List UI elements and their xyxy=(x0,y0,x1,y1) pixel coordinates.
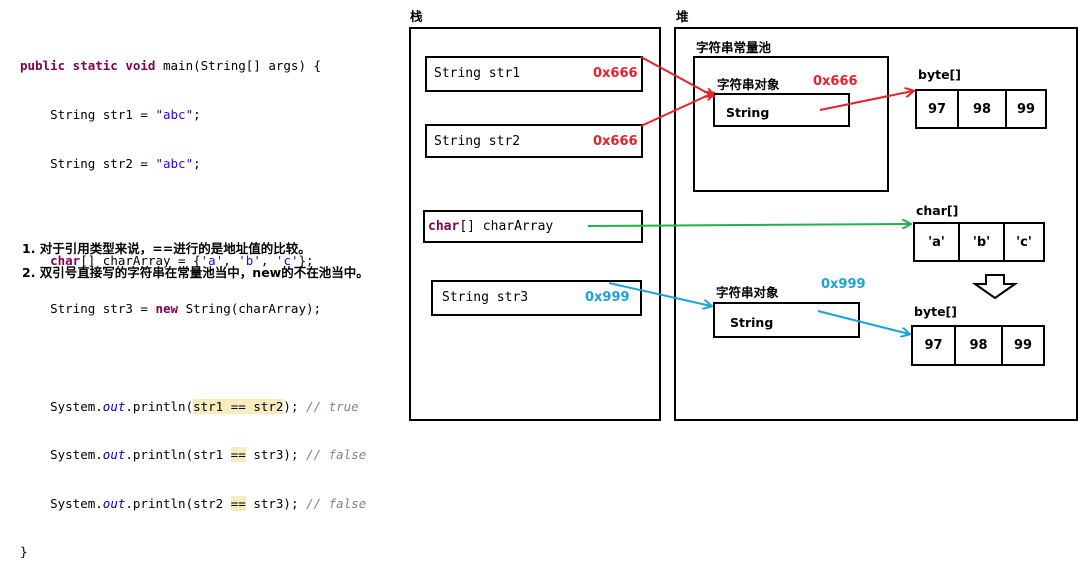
code-text: String str2 = xyxy=(20,155,156,171)
code-text: main(String[] args) { xyxy=(155,58,322,74)
stack-var-str2 xyxy=(425,124,643,158)
down-arrow-icon xyxy=(971,274,1019,300)
heap-title: 堆 xyxy=(676,9,689,24)
byte-array-2-cell: 99 xyxy=(1013,338,1033,353)
code-highlight: str1 == str2 xyxy=(193,398,284,414)
byte-array-1-label: byte[] xyxy=(918,67,961,82)
note-1: 1. 对于引用类型来说，==进行的是地址值的比较。 xyxy=(22,241,311,256)
char-array-cell: 'b' xyxy=(960,224,1005,260)
arrow-str1-to-pool-object xyxy=(640,56,713,96)
chararray-keyword: char xyxy=(428,219,460,234)
stack-title: 栈 xyxy=(410,9,423,24)
pool-object-label: 字符串对象 xyxy=(717,77,780,92)
code-static-field: out xyxy=(102,495,126,511)
char-array-cell: 'c' xyxy=(1016,234,1032,250)
byte-array-1: 97 98 99 xyxy=(915,89,1047,129)
byte-array-2-cell: 97 xyxy=(913,327,956,364)
code-text: ; xyxy=(193,107,201,122)
heap-region xyxy=(674,27,1078,421)
code-string: "abc" xyxy=(155,155,194,171)
code-string: 'c' xyxy=(275,252,299,268)
code-text: String str1 = xyxy=(20,107,156,122)
code-text: , xyxy=(260,252,276,268)
arrow-str2-to-pool-object xyxy=(640,93,713,127)
code-string: "abc" xyxy=(155,107,194,122)
byte-array-2: 97 98 99 xyxy=(911,325,1045,366)
str2-label: String str2 xyxy=(434,134,521,149)
code-string: 'b' xyxy=(238,252,261,268)
code-keyword: public static void xyxy=(20,58,156,74)
code-text: , xyxy=(223,252,239,268)
code-text: String(charArray); xyxy=(178,301,322,317)
code-keyword: char xyxy=(20,252,81,268)
byte-array-1-cell: 99 xyxy=(1016,101,1036,117)
str1-label: String str1 xyxy=(434,66,521,81)
code-text: String str3 = xyxy=(20,301,156,317)
arrow-str3-to-string-object xyxy=(608,282,711,306)
code-comment: // true xyxy=(306,398,359,414)
stack-var-str1 xyxy=(425,56,643,92)
byte-array-1-cell: 97 xyxy=(917,91,959,127)
stack-var-str3 xyxy=(431,280,642,316)
chararray-name: [] charArray xyxy=(459,219,554,234)
code-text: System. xyxy=(20,495,103,511)
arrow-string-object-to-byte-array xyxy=(817,310,909,334)
code-static-field: out xyxy=(102,398,126,414)
code-text: [] charArray = { xyxy=(80,252,201,268)
string-object-label: 字符串对象 xyxy=(716,285,779,300)
code-text: ; xyxy=(193,155,201,171)
byte-array-2-label: byte[] xyxy=(914,304,957,319)
char-array-cell: 'a' xyxy=(915,224,960,260)
chararray-label: char[] charArray xyxy=(428,219,553,234)
code-text: System. xyxy=(20,398,103,414)
string-object xyxy=(713,302,860,338)
arrow-pool-object-to-byte-array xyxy=(819,91,913,111)
pool-object xyxy=(713,93,850,127)
code-keyword: new xyxy=(155,301,179,317)
code-string: 'a' xyxy=(200,252,224,268)
code-highlight: == xyxy=(230,495,246,511)
pool-object-inner: String xyxy=(726,105,770,120)
code-text: .println( xyxy=(125,398,194,414)
code-text: }; xyxy=(298,252,314,268)
arrows-layer xyxy=(587,56,1019,458)
arrow-chararray-to-char-array xyxy=(587,224,910,226)
code-text: str3); xyxy=(245,495,307,511)
byte-array-1-cell: 98 xyxy=(959,91,1007,127)
str3-address: 0x999 xyxy=(585,290,630,305)
stack-region xyxy=(409,27,661,421)
string-object-inner: String xyxy=(730,315,774,330)
code-text: .println(str2 xyxy=(125,495,231,511)
str2-address: 0x666 xyxy=(593,134,638,149)
string-pool-title: 字符串常量池 xyxy=(696,40,772,55)
str3-label: String str3 xyxy=(442,290,529,305)
code-text: ); xyxy=(283,398,306,414)
str1-address: 0x666 xyxy=(593,66,638,81)
code-comment: // false xyxy=(306,495,367,511)
string-object-address: 0x999 xyxy=(821,277,866,292)
char-array: 'a' 'b' 'c' xyxy=(913,222,1045,262)
code-text: } xyxy=(20,544,28,560)
note-2: 2. 双引号直接写的字符串在常量池当中，new的不在池当中。 xyxy=(22,265,369,280)
pool-object-address: 0x666 xyxy=(813,74,858,89)
char-array-label: char[] xyxy=(916,203,959,218)
byte-array-2-cell: 98 xyxy=(956,327,1003,364)
string-pool xyxy=(693,56,889,192)
